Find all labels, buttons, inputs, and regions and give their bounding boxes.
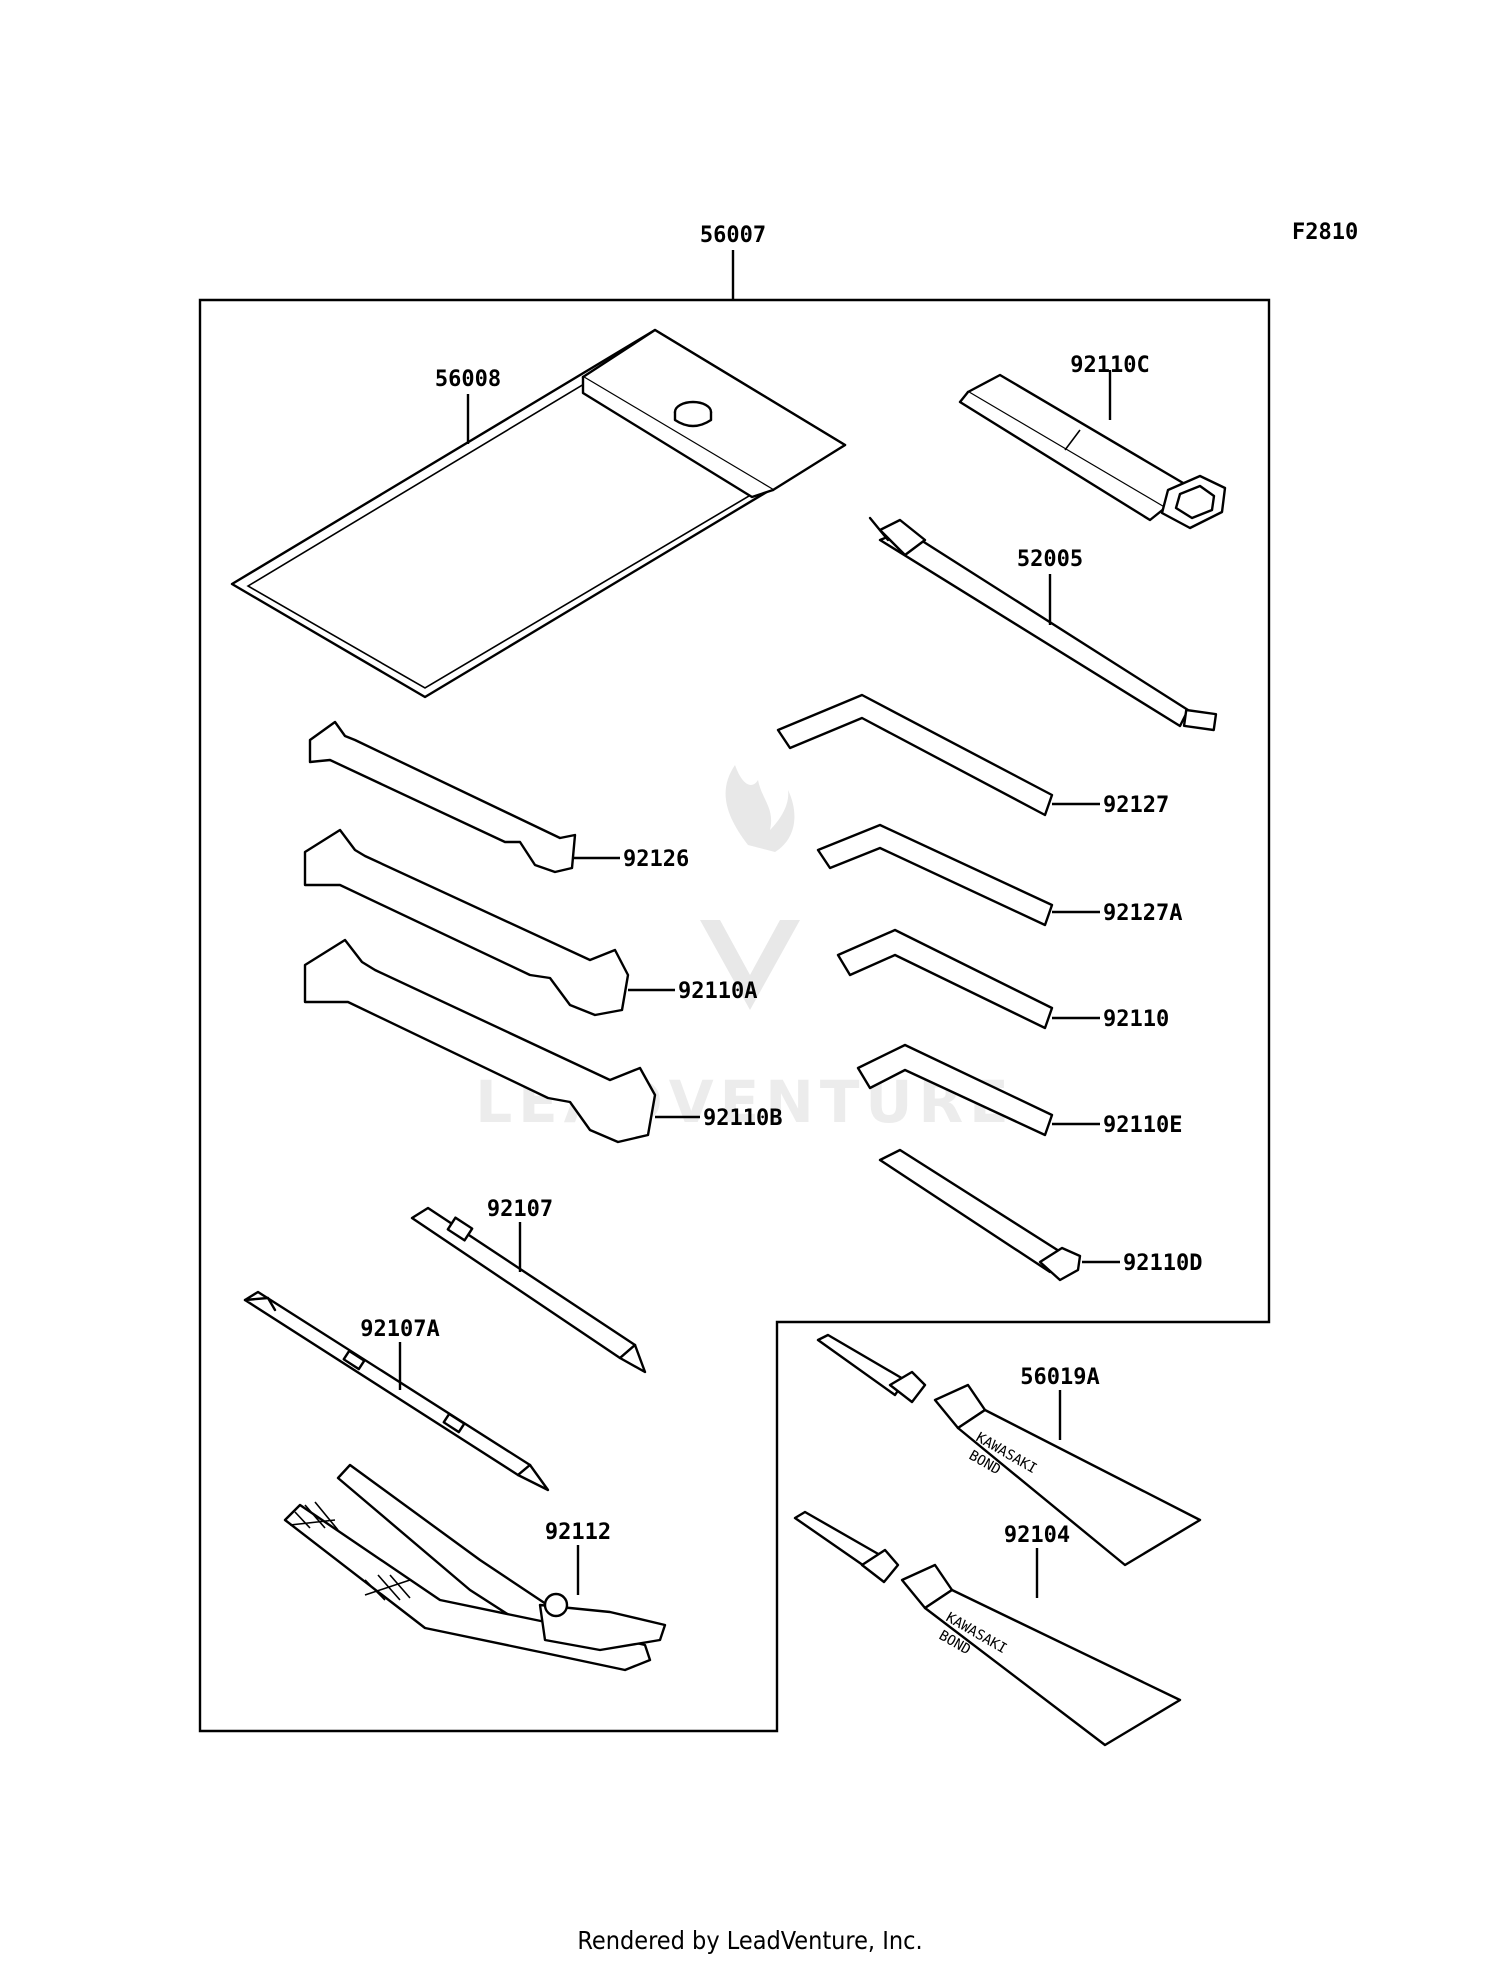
screwdriver-92107A-notch-1 (342, 1349, 366, 1371)
tool-bag-body (230, 328, 847, 699)
footer-credit: Rendered by LeadVenture, Inc. (577, 1926, 923, 1955)
wrench-92110B-body (303, 938, 657, 1144)
plug-wrench-body (966, 373, 1197, 510)
plug-wrench-side (958, 390, 1167, 522)
wrench-92126-body (308, 720, 577, 874)
hex-key-92127-body (776, 693, 1054, 817)
figure-code: F2810 (1292, 220, 1358, 245)
pliers-pivot (543, 1592, 569, 1618)
screwdriver-92107A (243, 1290, 550, 1492)
pliers-92112 (283, 1463, 667, 1672)
screwdriver-92107-tip (618, 1343, 647, 1374)
tire-gauge-tip (868, 516, 890, 542)
part-label-56007: 56007 (700, 223, 766, 248)
screwdriver-92107-notch (446, 1216, 474, 1242)
kit-outline (198, 298, 1271, 1733)
part-label-92127A: 92127A (1103, 901, 1182, 926)
tire-gauge-end (1182, 708, 1218, 732)
pliers-jaw (538, 1603, 667, 1652)
part-label-92104: 92104 (1004, 1523, 1070, 1548)
part-label-92110B: 92110B (703, 1106, 782, 1131)
part-label-92110C: 92110C (1070, 353, 1149, 378)
pliers-grip-hatch-1 (289, 1501, 339, 1531)
spoke-wrench-92110D (878, 1148, 1082, 1282)
part-label-92126: 92126 (623, 847, 689, 872)
wrench-92126 (308, 720, 577, 874)
part-label-92110E: 92110E (1103, 1113, 1182, 1138)
part-label-52005: 52005 (1017, 547, 1083, 572)
part-label-92110D: 92110D (1123, 1251, 1202, 1276)
spoke-wrench-head (1038, 1246, 1082, 1282)
hex-key-92127 (776, 693, 1054, 817)
hex-key-92127A (816, 823, 1054, 927)
wrench-92110A (303, 828, 630, 1017)
wrench-92110A-body (303, 828, 630, 1017)
plug-wrench-hex-hole (1174, 484, 1216, 520)
hex-key-92110-body (836, 928, 1054, 1030)
part-label-92127: 92127 (1103, 793, 1169, 818)
screwdriver-92107-shaft (410, 1206, 637, 1360)
part-label-92110: 92110 (1103, 1007, 1169, 1032)
hex-key-92110E (856, 1043, 1054, 1137)
part-label-92110A: 92110A (678, 979, 757, 1004)
pliers-grip-hatch-2 (364, 1574, 411, 1601)
wrench-92110B (303, 938, 657, 1144)
hex-key-92110E-body (856, 1043, 1054, 1137)
part-label-92107: 92107 (487, 1197, 553, 1222)
tool-bag-flap-edge (581, 375, 775, 499)
part-label-92107A: 92107A (360, 1317, 439, 1342)
watermark-v-icon (700, 920, 800, 1010)
part-label-56019A: 56019A (1020, 1365, 1099, 1390)
bond-tube-56019A: KAWASAKI BOND (816, 1333, 1202, 1567)
screwdriver-92107 (410, 1206, 647, 1374)
plug-wrench-92110C (958, 373, 1227, 530)
part-label-92112: 92112 (545, 1520, 611, 1545)
tube-92104-cap (860, 1548, 900, 1584)
watermark-flame-icon (725, 765, 795, 852)
spoke-wrench-shaft (878, 1148, 1072, 1274)
tire-gauge-head (878, 518, 927, 557)
tool-bag-56008 (230, 328, 847, 699)
tool-bag-snap-side (673, 410, 713, 428)
hex-key-92127A-body (816, 823, 1054, 927)
screwdriver-92107A-blade (243, 1296, 277, 1312)
tube-56019A-cap (888, 1370, 927, 1404)
plug-wrench-groove (1064, 429, 1081, 451)
tube-56019A-body (956, 1408, 1202, 1567)
screwdriver-92107A-notch-2 (442, 1412, 466, 1434)
tube-92104-body (923, 1588, 1182, 1747)
hex-key-92110 (836, 928, 1054, 1030)
part-label-56008: 56008 (435, 367, 501, 392)
screwdriver-92107A-tip (516, 1463, 550, 1492)
tire-gauge-52005 (868, 516, 1218, 732)
